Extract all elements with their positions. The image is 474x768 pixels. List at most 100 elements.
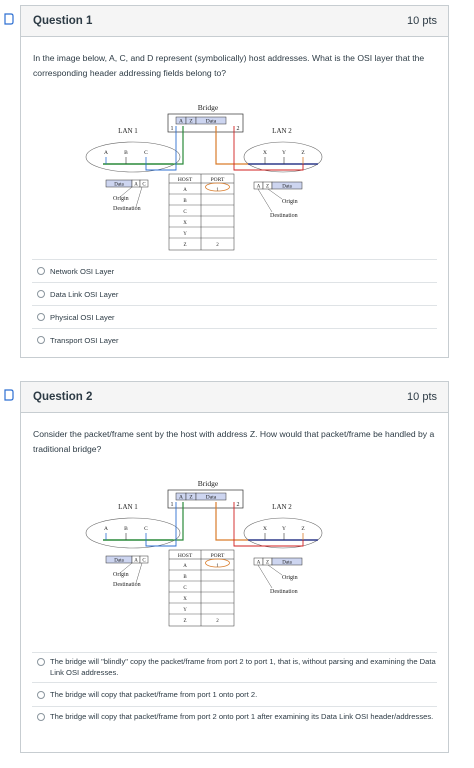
right-destination-label: Destination: [270, 589, 298, 595]
right-frame-data: [271, 181, 303, 190]
lan-1-label: LAN 1: [118, 127, 138, 135]
right-origin-label: Origin: [282, 575, 298, 581]
left-frame-data-text: Data: [114, 559, 124, 564]
left-frame-a-text: A: [134, 559, 138, 564]
table-row-port: 2: [216, 243, 219, 248]
lan-1-ellipse: [85, 517, 181, 549]
host-c-label: C: [144, 150, 148, 156]
answer-option[interactable]: Transport OSI Layer: [32, 328, 437, 351]
port-highlight: [205, 558, 230, 568]
host-b-label: B: [124, 526, 128, 532]
host-z-label: Z: [301, 526, 305, 532]
table-row-port: 1: [216, 564, 219, 569]
answer-option[interactable]: Physical OSI Layer: [32, 305, 437, 328]
host-c-label: C: [144, 526, 148, 532]
question-1-answers: Network OSI Layer Data Link OSI Layer Ph…: [32, 259, 437, 351]
lan-2-path: [233, 126, 304, 171]
frame-a-text: A: [179, 495, 183, 501]
question-1-header: Question 1 10 pts: [21, 6, 448, 37]
answer-label: The bridge will copy that packet/frame f…: [50, 690, 258, 699]
radio-button[interactable]: [37, 691, 45, 699]
right-frame-a-text: A: [257, 561, 261, 566]
table-row-host: X: [183, 221, 187, 226]
radio-button[interactable]: [37, 658, 45, 666]
bridge-label: Bridge: [198, 103, 219, 112]
host-b-label: B: [124, 150, 128, 156]
table-port-header: PORT: [211, 177, 225, 183]
lan-2-label: LAN 2: [272, 503, 292, 511]
host-x-label: X: [263, 526, 267, 532]
radio-button[interactable]: [37, 267, 45, 275]
question-2-points: 10 pts: [407, 391, 437, 403]
right-frame-a-text: A: [257, 185, 261, 190]
frame-a-text: A: [179, 119, 183, 125]
answer-option[interactable]: Network OSI Layer: [32, 259, 437, 282]
radio-button[interactable]: [37, 313, 45, 321]
answer-label: The bridge will copy that packet/frame f…: [50, 712, 434, 721]
left-destination-label: Destination: [113, 206, 141, 212]
question-1-text: In the image below, A, C, and D represen…: [33, 53, 425, 78]
radio-button[interactable]: [37, 290, 45, 298]
table-row-port: 2: [216, 619, 219, 624]
frame-data-text: Data: [206, 495, 217, 501]
answer-option[interactable]: The bridge will "blindly" copy the packe…: [32, 652, 437, 682]
lan-1-label: LAN 1: [118, 503, 138, 511]
frame-field-data: [195, 116, 227, 125]
answer-option[interactable]: The bridge will copy that packet/frame f…: [32, 706, 437, 726]
lan-1-path: [145, 502, 177, 547]
flag-icon[interactable]: [3, 389, 14, 401]
left-origin-label: Origin: [113, 572, 129, 578]
question-1-card: Question 1 10 pts In the image below, A,…: [20, 5, 449, 358]
question-2-header: Question 2 10 pts: [21, 382, 448, 413]
host-z-label: Z: [301, 150, 305, 156]
lan-2-ellipse: [243, 517, 323, 549]
host-a-label: A: [104, 150, 108, 156]
radio-button[interactable]: [37, 713, 45, 721]
left-frame-c-text: C: [142, 559, 146, 564]
table-row-host: B: [183, 199, 187, 204]
lan-1-ellipse: [85, 141, 181, 173]
frame-field-data: [195, 492, 227, 501]
right-frame-data-text: Data: [282, 561, 292, 566]
table-row-host: A: [183, 188, 187, 193]
right-destination-label: Destination: [270, 213, 298, 219]
table-row-host: B: [183, 575, 187, 580]
left-destination-label: Destination: [113, 582, 141, 588]
lan-2-ellipse: [243, 141, 323, 173]
answer-label: Transport OSI Layer: [50, 335, 119, 345]
table-row-host: C: [183, 210, 187, 215]
left-frame-data-text: Data: [114, 183, 124, 188]
left-origin-label: Origin: [113, 196, 129, 202]
right-frame-data: [271, 557, 303, 566]
left-frame-a-text: A: [134, 183, 138, 188]
answer-option[interactable]: Data Link OSI Layer: [32, 282, 437, 305]
bridge-diagram: Bridge A Z Data 1 2 LAN 1 A B C LAN 2 X …: [85, 479, 323, 627]
lan-2-path: [233, 502, 304, 547]
host-a-label: A: [104, 526, 108, 532]
frame-data-text: Data: [206, 119, 217, 125]
host-y-label: Y: [282, 150, 286, 156]
table-row-host: C: [183, 586, 187, 591]
flag-icon[interactable]: [3, 13, 14, 25]
bridge-diagram: Bridge A Z Data 1 2 LAN 1 A B C LAN 2 X …: [85, 103, 323, 251]
bridge-label: Bridge: [198, 479, 219, 488]
radio-button[interactable]: [37, 336, 45, 344]
left-frame-c: [139, 179, 149, 188]
table-host-header: HOST: [178, 177, 193, 183]
table-port-header: PORT: [211, 553, 225, 559]
answer-option[interactable]: The bridge will copy that packet/frame f…: [32, 682, 437, 706]
answer-label: The bridge will "blindly" copy the packe…: [50, 657, 436, 677]
right-frame-data-text: Data: [282, 185, 292, 190]
port-highlight: [205, 182, 230, 192]
question-2-answers: The bridge will "blindly" copy the packe…: [32, 652, 437, 726]
lan-2-link: [215, 502, 248, 541]
table-host-header: HOST: [178, 553, 193, 559]
answer-label: Physical OSI Layer: [50, 312, 115, 322]
lan-2-link: [215, 126, 248, 165]
host-x-label: X: [263, 150, 267, 156]
answer-label: Network OSI Layer: [50, 266, 115, 276]
table-row-host: A: [183, 564, 187, 569]
question-2-text: Consider the packet/frame sent by the ho…: [33, 429, 435, 454]
lan-1-path: [145, 126, 177, 171]
